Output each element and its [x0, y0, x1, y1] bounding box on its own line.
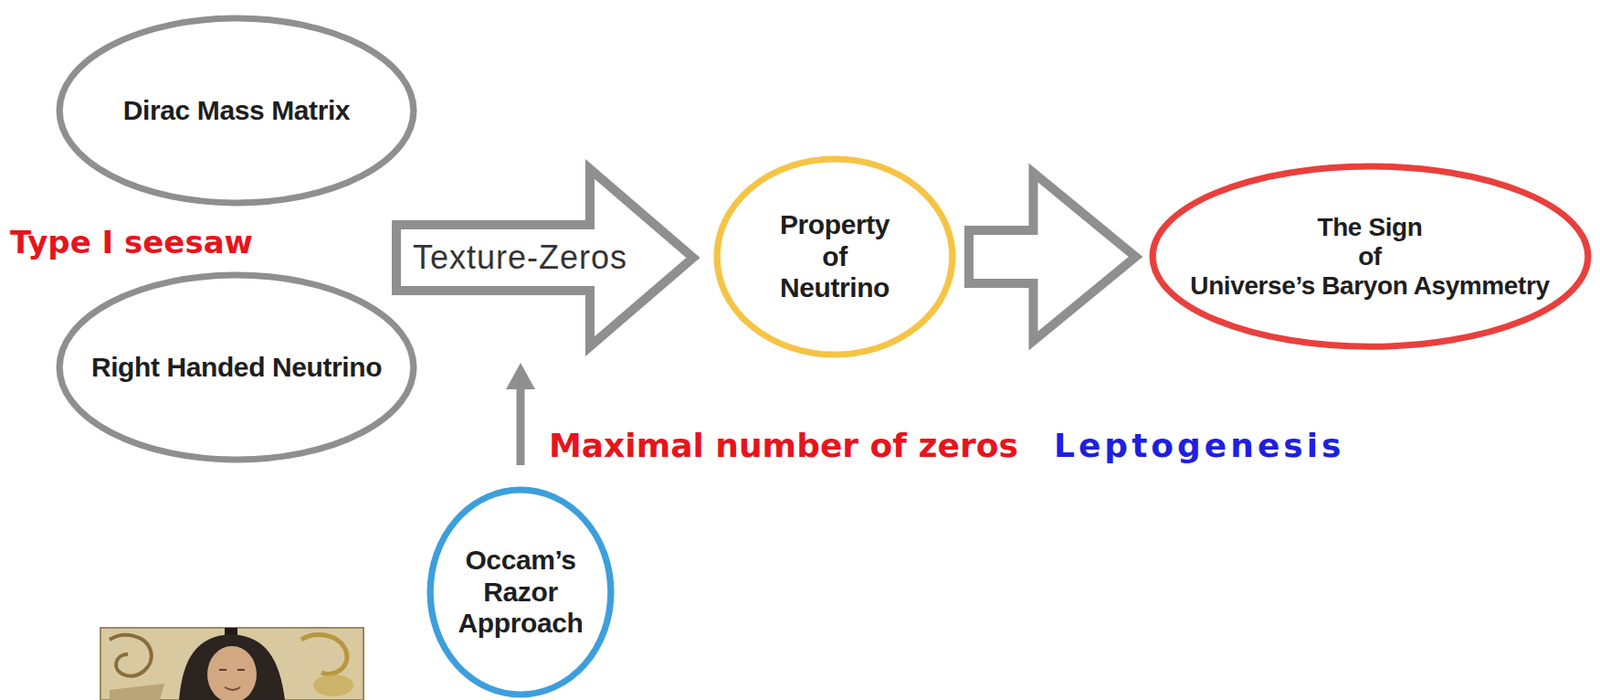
- node-text: Texture-Zeros: [412, 238, 628, 276]
- text-line: of: [1357, 242, 1382, 272]
- text-line: Occam’s: [464, 544, 576, 577]
- arrow-shaft: [516, 388, 526, 465]
- text-line: Neutrino: [779, 272, 890, 305]
- ornament-curl: [301, 634, 348, 674]
- node-content: Property of Neutrino: [779, 209, 890, 305]
- node-content: Texture-Zeros: [412, 238, 628, 276]
- ornament-shade: [109, 683, 165, 700]
- ellipse-stroke: [59, 274, 414, 460]
- ellipse-stroke: [59, 18, 414, 203]
- concept-ellipse: Property of Neutrino: [712, 154, 958, 359]
- text-line: Universe’s Baryon Asymmetry: [1189, 271, 1549, 301]
- connector-arrow: [505, 362, 536, 465]
- text-line: Approach: [458, 607, 584, 640]
- connector-arrow: [968, 172, 1137, 341]
- block-arrow-path: [968, 172, 1137, 341]
- concept-ellipse: Dirac Mass Matrix: [54, 13, 419, 208]
- text-line: of: [821, 241, 848, 274]
- node-content: Occam’s Razor Approach: [458, 544, 584, 640]
- text-line: Razor: [483, 576, 558, 609]
- arrow-head: [505, 362, 536, 390]
- portrait-painting: [100, 627, 364, 700]
- approach-circle: Occam’s Razor Approach: [425, 484, 616, 699]
- text-line: Texture-Zeros: [412, 238, 628, 276]
- annotation-label: Type I seesaw: [10, 223, 253, 262]
- ellipse-stroke: [1152, 166, 1589, 347]
- annotation-label: Leptogenesis: [1053, 425, 1346, 465]
- text-line: Dirac Mass Matrix: [123, 94, 350, 127]
- node-text: Property of Neutrino: [779, 209, 890, 305]
- concept-ellipse: Right Handed Neutrino: [54, 270, 419, 464]
- node-content: The Sign of Universe’s Baryon Asymmetry: [1189, 212, 1549, 302]
- node-content: Dirac Mass Matrix: [123, 94, 350, 127]
- monk-face: [207, 645, 257, 700]
- node-text: Right Handed Neutrino: [91, 351, 382, 384]
- text-line: Right Handed Neutrino: [91, 351, 382, 384]
- node-text: Occam’s Razor Approach: [458, 544, 584, 640]
- ornament-curl: [109, 634, 152, 676]
- block-arrow: Texture-Zeros: [390, 163, 699, 352]
- text-line: The Sign: [1316, 212, 1422, 243]
- arrow-outline-path: [396, 168, 694, 347]
- monk-eyes: [219, 668, 245, 671]
- text-line: Property: [779, 209, 890, 242]
- monk-mouth: [224, 686, 241, 690]
- ellipse-sketch-stroke: [62, 273, 411, 462]
- concept-ellipse: The Sign of Universe’s Baryon Asymmetry: [1147, 161, 1593, 351]
- node-text: Dirac Mass Matrix: [123, 94, 350, 127]
- node-content: Right Handed Neutrino: [91, 351, 382, 384]
- ellipse-sketch-stroke: [432, 487, 609, 696]
- node-text: The Sign of Universe’s Baryon Asymmetry: [1189, 212, 1549, 302]
- ornament-blob: [313, 673, 354, 696]
- annotation-label: Maximal number of zeros: [548, 425, 1019, 465]
- ellipse-sketch-stroke: [719, 157, 950, 357]
- ellipse-sketch-stroke: [1155, 164, 1586, 348]
- ellipse-sketch-stroke: [62, 16, 411, 205]
